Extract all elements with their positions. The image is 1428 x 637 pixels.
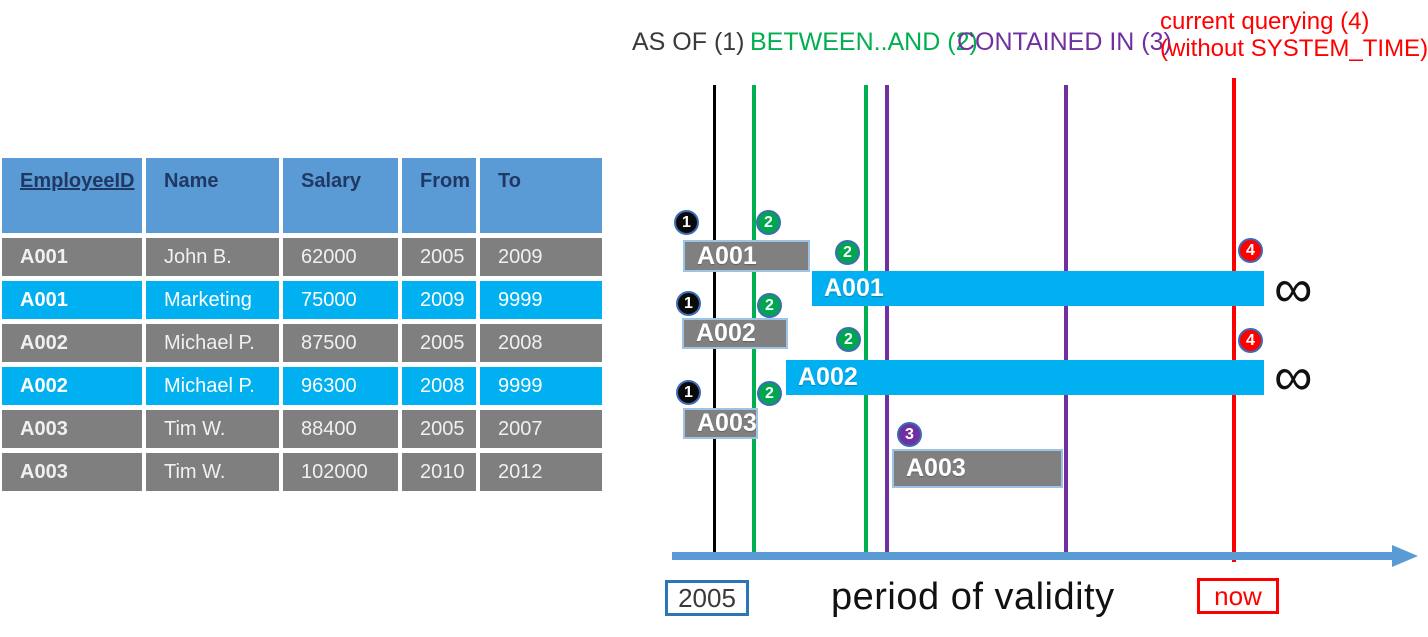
cell-from: 2005 xyxy=(402,238,480,276)
cell-salary: 102000 xyxy=(283,453,402,491)
axis-now-label: now xyxy=(1197,578,1279,614)
cell-from: 2008 xyxy=(402,367,480,405)
cell-salary: 87500 xyxy=(283,324,402,362)
cell-name: Michael P. xyxy=(146,367,283,405)
infinity-symbol: ∞ xyxy=(1274,259,1313,319)
cell-from: 2005 xyxy=(402,324,480,362)
cell-to: 9999 xyxy=(480,281,602,319)
table-row: A001 Marketing 75000 2009 9999 xyxy=(2,281,602,319)
cell-employeeid: A002 xyxy=(2,367,146,405)
validity-bar-a002-history: A002 xyxy=(682,318,788,349)
col-header-employeeid-label: EmployeeID xyxy=(20,170,135,192)
employee-table: EmployeeID Name Salary From To A001 John… xyxy=(2,153,602,496)
table-row: A002 Michael P. 87500 2005 2008 xyxy=(2,324,602,362)
time-axis-arrowhead xyxy=(1392,545,1418,567)
contained-start-line xyxy=(885,85,889,557)
cell-name: Michael P. xyxy=(146,324,283,362)
badge-current-4: 4 xyxy=(1238,238,1263,263)
badge-as-of-1: 1 xyxy=(676,291,701,316)
legend-current-querying-line1: current querying (4) xyxy=(1160,8,1370,35)
cell-name: Tim W. xyxy=(146,410,283,448)
table-row: A003 Tim W. 88400 2005 2007 xyxy=(2,410,602,448)
badge-current-4: 4 xyxy=(1238,328,1263,353)
cell-name: Marketing xyxy=(146,281,283,319)
contained-end-line xyxy=(1064,85,1068,557)
axis-title: period of validity xyxy=(831,576,1115,618)
col-header-from: From xyxy=(402,158,480,233)
cell-salary: 75000 xyxy=(283,281,402,319)
col-header-salary: Salary xyxy=(283,158,402,233)
validity-bar-a003-history2: A003 xyxy=(892,449,1063,488)
cell-to: 2009 xyxy=(480,238,602,276)
between-end-line xyxy=(864,85,868,557)
badge-between-2: 2 xyxy=(835,240,860,265)
cell-salary: 88400 xyxy=(283,410,402,448)
legend-between-and: BETWEEN..AND (2) xyxy=(750,28,978,56)
validity-bar-a002-current: A002 xyxy=(786,360,1264,395)
cell-to: 2012 xyxy=(480,453,602,491)
badge-as-of-1: 1 xyxy=(676,380,701,405)
legend-as-of: AS OF (1) xyxy=(632,28,745,56)
badge-contained-3: 3 xyxy=(897,422,922,447)
cell-name: John B. xyxy=(146,238,283,276)
badge-between-2: 2 xyxy=(756,210,781,235)
cell-employeeid: A001 xyxy=(2,281,146,319)
cell-from: 2010 xyxy=(402,453,480,491)
badge-between-2: 2 xyxy=(757,293,782,318)
col-header-to: To xyxy=(480,158,602,233)
cell-employeeid: A003 xyxy=(2,453,146,491)
col-header-name: Name xyxy=(146,158,283,233)
cell-to: 9999 xyxy=(480,367,602,405)
badge-as-of-1: 1 xyxy=(674,210,699,235)
table-header-row: EmployeeID Name Salary From To xyxy=(2,158,602,233)
cell-from: 2009 xyxy=(402,281,480,319)
cell-to: 2007 xyxy=(480,410,602,448)
cell-salary: 62000 xyxy=(283,238,402,276)
now-line xyxy=(1232,78,1236,562)
legend-current-querying: current querying (4) (without SYSTEM_TIM… xyxy=(1160,8,1428,62)
legend-current-querying-line2: (without SYSTEM_TIME) xyxy=(1160,35,1428,62)
time-axis xyxy=(672,552,1394,560)
cell-name: Tim W. xyxy=(146,453,283,491)
validity-bar-a003-history1: A003 xyxy=(683,408,758,439)
legend-contained-in: CONTAINED IN (3) xyxy=(957,28,1172,56)
col-header-employeeid: EmployeeID xyxy=(2,158,146,233)
validity-bar-a001-current: A001 xyxy=(812,271,1264,306)
cell-to: 2008 xyxy=(480,324,602,362)
axis-start-label: 2005 xyxy=(665,580,749,616)
table-row: A001 John B. 62000 2005 2009 xyxy=(2,238,602,276)
table-row: A003 Tim W. 102000 2010 2012 xyxy=(2,453,602,491)
table-row: A002 Michael P. 96300 2008 9999 xyxy=(2,367,602,405)
validity-bar-a001-history: A001 xyxy=(683,240,810,272)
infinity-symbol: ∞ xyxy=(1274,347,1313,407)
cell-employeeid: A002 xyxy=(2,324,146,362)
cell-from: 2005 xyxy=(402,410,480,448)
cell-salary: 96300 xyxy=(283,367,402,405)
cell-employeeid: A003 xyxy=(2,410,146,448)
badge-between-2: 2 xyxy=(836,327,861,352)
cell-employeeid: A001 xyxy=(2,238,146,276)
badge-between-2: 2 xyxy=(757,381,782,406)
